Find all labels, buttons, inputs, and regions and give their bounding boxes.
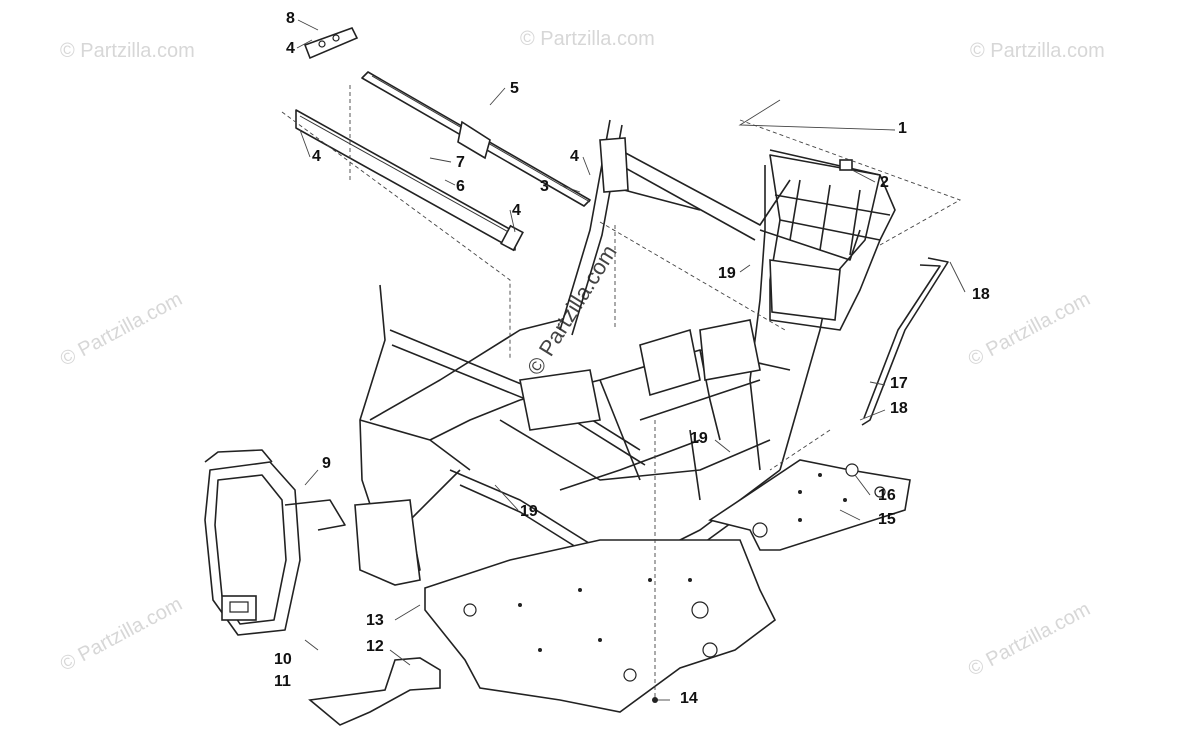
watermark: © Partzilla.com: [970, 40, 1105, 62]
callout-2: 2: [880, 174, 889, 191]
callout-15: 15: [878, 511, 896, 528]
callout-12: 12: [366, 638, 384, 655]
callout-19: 19: [718, 265, 736, 282]
callout-17: 17: [890, 375, 908, 392]
callout-3: 3: [540, 178, 549, 195]
callout-4: 4: [512, 202, 521, 219]
callout-8: 8: [286, 10, 295, 27]
callout-11: 11: [274, 673, 291, 690]
callout-19: 19: [690, 430, 708, 447]
rail-part-3: [361, 71, 591, 207]
bar-part-17: [861, 257, 949, 426]
rail-bracket: [457, 120, 491, 160]
front-bumper: [204, 449, 346, 636]
callout-4: 4: [286, 40, 295, 57]
grommet-part-16: [845, 463, 859, 477]
callout-9: 9: [322, 455, 331, 472]
callout-7: 7: [456, 154, 465, 171]
callout-4: 4: [312, 148, 321, 165]
bracket-part-8: [303, 27, 359, 60]
callout-4: 4: [570, 148, 579, 165]
callout-19: 19: [520, 503, 538, 520]
callout-5: 5: [510, 80, 519, 97]
cargo-box: [769, 154, 896, 331]
callout-14: 14: [680, 690, 698, 707]
callout-16: 16: [878, 487, 896, 504]
part-2-plate: [839, 159, 853, 171]
skid-plate-15: [708, 459, 911, 551]
plate-part-12: [308, 657, 441, 726]
watermark: © Partzilla.com: [520, 28, 655, 50]
skid-plate-13: [424, 539, 777, 713]
callout-18: 18: [890, 400, 908, 417]
callout-1: 1: [898, 120, 907, 137]
watermark: © Partzilla.com: [60, 40, 195, 62]
callout-6: 6: [456, 178, 465, 195]
callout-18: 18: [972, 286, 990, 303]
callout-10: 10: [274, 651, 292, 668]
rail-part-6: [295, 109, 516, 251]
callout-13: 13: [366, 612, 384, 629]
